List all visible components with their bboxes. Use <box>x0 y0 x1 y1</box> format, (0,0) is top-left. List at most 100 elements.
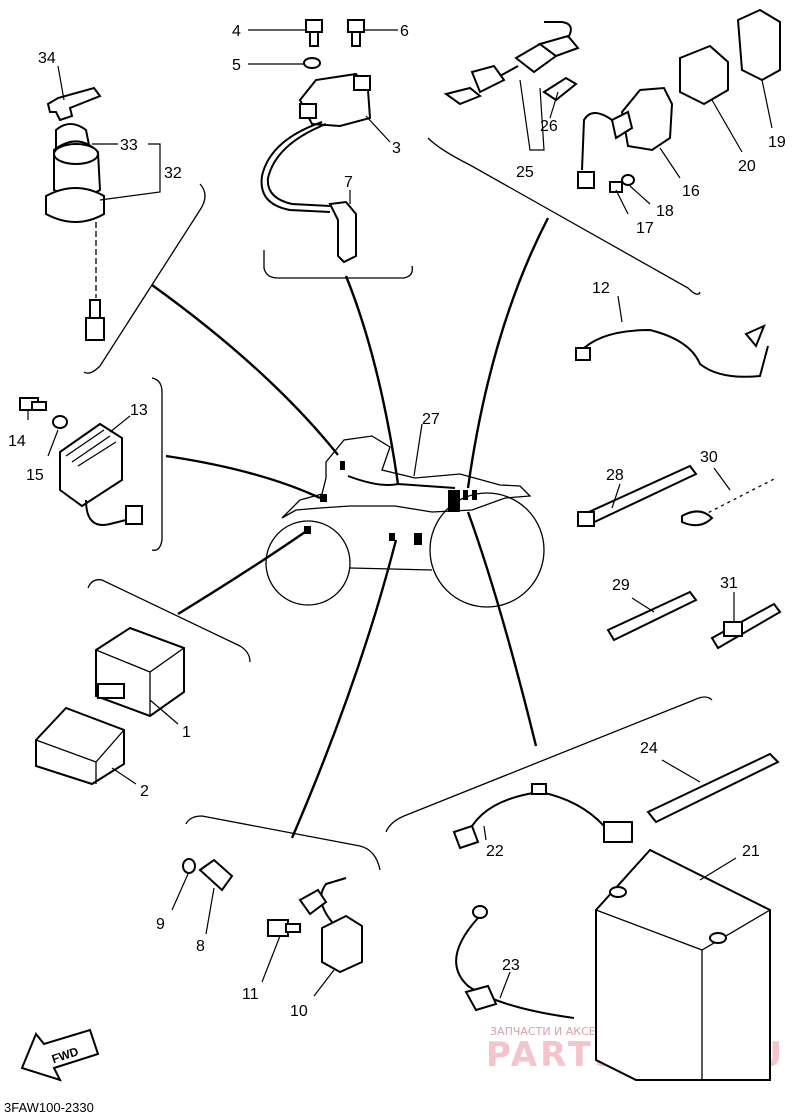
battery-icon <box>595 848 771 1081</box>
cdi-unit-icon <box>95 626 185 718</box>
callout-18: 18 <box>656 203 674 220</box>
diagram-code: 3FAW100-2330 <box>4 1100 94 1115</box>
bracket-neutral <box>185 815 381 871</box>
callout-8: 8 <box>196 938 205 955</box>
callout-27: 27 <box>422 411 440 428</box>
lock-washer-icon <box>621 174 635 186</box>
ignition-coil-lead <box>260 121 331 213</box>
bracket-main-switch <box>83 183 206 374</box>
leader-25 <box>519 79 545 151</box>
leader-17 <box>615 189 629 215</box>
group-brackets <box>83 137 713 871</box>
relay-plug <box>470 64 506 94</box>
connector-lines <box>151 217 550 839</box>
leader-15 <box>47 429 59 457</box>
callout-6: 6 <box>400 23 409 40</box>
callout-23: 23 <box>502 957 520 974</box>
cdi-cover-edges <box>35 729 125 784</box>
battery-band-icon <box>646 752 780 824</box>
callout-22: 22 <box>486 843 504 860</box>
callout-24: 24 <box>640 740 658 757</box>
main-switch-top <box>53 143 99 165</box>
callout-14: 14 <box>8 433 26 450</box>
line-rectifier <box>165 454 321 500</box>
sensor-terminal <box>298 888 328 916</box>
bracket-cdi <box>87 579 251 663</box>
line-battery <box>466 511 538 747</box>
ignition-coil-mount <box>299 103 317 119</box>
leader-22 <box>483 825 487 841</box>
callout-19: 19 <box>768 134 786 151</box>
callout-31: 31 <box>720 575 738 592</box>
line-starter-relay <box>466 217 550 489</box>
wire-harness-location <box>347 475 456 489</box>
callout-15: 15 <box>26 467 44 484</box>
flasher-relay-icon <box>679 44 729 106</box>
battery-lead-23 <box>455 917 575 1019</box>
bracket-relay <box>427 137 701 295</box>
motorcycle-body <box>281 435 532 519</box>
leader-27 <box>413 423 423 477</box>
line-neutral-switch <box>290 539 398 839</box>
callout-4: 4 <box>232 23 241 40</box>
relay-location <box>472 490 477 500</box>
callout-29: 29 <box>612 577 630 594</box>
gasket-icon <box>182 858 196 874</box>
clamp-parts <box>575 324 782 650</box>
line-ignition-coil <box>344 275 400 485</box>
leader-16 <box>659 147 681 179</box>
callout-26: 26 <box>540 118 558 135</box>
forward-direction-indicator: FWD <box>20 1028 100 1082</box>
screw-11-shank <box>285 923 301 933</box>
ignition-location <box>320 494 327 502</box>
battery-lead-23-terminal <box>472 905 488 919</box>
starter-relay-icon <box>620 86 674 152</box>
cdi-location <box>414 533 422 545</box>
leader-1 <box>149 699 179 725</box>
leader-10 <box>313 969 335 997</box>
key-icon <box>46 86 102 122</box>
callout-5: 5 <box>232 57 241 74</box>
leader-30 <box>713 467 731 491</box>
fuse-location <box>463 490 468 500</box>
lead-connector-12 <box>575 347 591 361</box>
lead-terminal-12 <box>744 324 766 348</box>
neutral-switch-icon <box>198 858 234 892</box>
leader-3 <box>365 115 391 143</box>
callout-30: 30 <box>700 449 718 466</box>
rectifier-bolt-shank <box>31 401 47 411</box>
callout-13: 13 <box>130 402 148 419</box>
ignition-coil-assembly <box>260 19 372 264</box>
callout-1: 1 <box>182 724 191 741</box>
collar-icon <box>52 415 68 429</box>
battery-lead-23-boot <box>464 984 498 1012</box>
callout-17: 17 <box>636 220 654 237</box>
fuse-holder-cap <box>537 34 580 58</box>
main-switch-assembly <box>45 86 105 341</box>
leader-8 <box>205 887 215 935</box>
screw-head-icon <box>347 19 365 33</box>
battery-terminal-right <box>709 932 727 944</box>
callout-10: 10 <box>290 1003 308 1020</box>
cable-tie-31-head <box>723 621 743 637</box>
battery-edges <box>595 909 771 1080</box>
callout-28: 28 <box>606 467 624 484</box>
spark-plug-cap <box>328 200 357 264</box>
leader-32 <box>99 143 161 201</box>
callout-9: 9 <box>156 916 165 933</box>
cdi-unit-socket <box>97 683 125 699</box>
callout-20: 20 <box>738 158 756 175</box>
callout-25: 25 <box>516 164 534 181</box>
frame-lower <box>349 567 433 571</box>
cable-tie-29 <box>606 590 698 642</box>
main-switch-base <box>45 187 105 223</box>
bracket-ignition-coil <box>263 250 413 279</box>
rectifier-location <box>389 533 395 541</box>
leader-20 <box>711 99 743 153</box>
battery-lead-22 <box>465 790 605 839</box>
leader-lines <box>27 29 773 999</box>
relay-group <box>443 8 781 193</box>
callout-33: 33 <box>120 137 138 154</box>
leader-23 <box>499 971 511 999</box>
rectifier-wire <box>85 499 127 526</box>
